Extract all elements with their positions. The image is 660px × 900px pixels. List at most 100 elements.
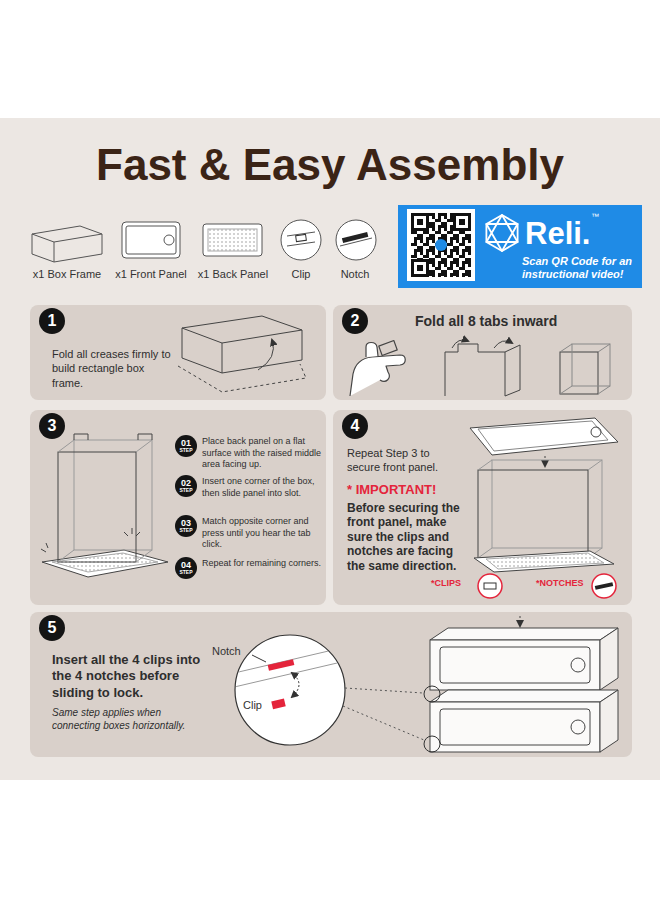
qr-code [411,259,429,277]
box-with-back-panel [41,528,140,552]
box-frame-fold [178,364,306,392]
step-panel: Fold all creases firmly to build rectang… [30,305,326,400]
tab-box [494,341,512,348]
sub-step-text: Match opposite corner and press until yo… [202,516,322,551]
box-with-front-panel [478,460,602,558]
qr-code [407,209,475,281]
zoom-detail [252,655,266,662]
sub-step-badge: 01STEP [175,435,197,457]
clip-icon [281,220,321,260]
box-with-front-panel [545,456,546,466]
brand-logo-icon [486,215,517,251]
zoom-detail [235,635,345,745]
warning-heading: * IMPORTANT! [347,482,436,498]
clip-icon [281,220,321,260]
trademark: ™ [591,212,599,222]
tab-box [445,340,520,396]
step-panel-ground [333,305,632,400]
step-number-text: 4 [351,418,360,434]
clip-icon [287,232,315,246]
part-label: x1 Back Panel [191,268,275,281]
box-with-back-panel [58,440,152,562]
step-number: 4 [342,413,368,439]
brand-logo-icon [486,215,517,251]
front-panel-icon [126,226,176,254]
qr-code [411,213,429,231]
notch-icon [342,232,368,243]
sub-step-badge: 02STEP [175,475,197,497]
qr-code [456,216,468,228]
clear-box [560,352,598,394]
box-with-front-panel [478,421,608,451]
step-panel: Insert all the 4 clips into the 4 notche… [30,612,632,757]
stacked-boxes [424,736,440,752]
stacked-boxes [424,686,440,702]
notch-icon [336,220,376,260]
step-number: 2 [342,308,368,334]
clip-notch-callout [478,574,502,598]
stacked-boxes [343,688,424,740]
sub-step-badge: 04STEP [175,557,197,579]
qr-code [407,209,475,281]
step-number: 1 [39,308,65,334]
box-with-back-panel [41,434,168,577]
stacked-boxes [571,658,585,672]
back-panel-icon [208,229,257,251]
hand-fold [350,341,405,396]
clip-notch-callout [484,583,496,589]
step-panel: Repeat Step 3 to secure front panel. * IM… [333,410,632,605]
step-panel-ground [30,410,326,605]
tab-box [445,344,505,396]
notch-icon [336,220,376,260]
stacked-boxes [440,647,590,683]
step-note: Same step applies when connecting boxes … [52,706,210,732]
qr-code [417,265,423,271]
box-with-front-panel [470,418,618,455]
step-number: 3 [39,413,65,439]
sub-step-word: STEP [179,570,192,575]
clear-box [572,344,610,386]
step-number-text: 3 [48,418,57,434]
box-with-back-panel [74,434,152,440]
back-panel-icon [203,224,262,256]
hand-fold [379,341,397,356]
box-with-front-panel [492,460,602,548]
sub-step-word: STEP [179,488,192,493]
step-panel-ground [30,305,326,400]
qr-code [414,216,426,228]
zoom-detail [230,646,350,688]
clear-box [560,344,610,394]
stacked-boxes [600,628,618,690]
hand-fold [366,343,378,358]
sub-step-badge: 03STEP [175,515,197,537]
step-panel-ground [30,305,632,757]
qr-code [411,213,471,277]
step-number-text: 5 [48,620,57,636]
box-with-front-panel [478,470,588,558]
qr-code [435,239,447,251]
qr-code [453,213,471,231]
step-instruction: Fold all creases firmly to build rectang… [52,347,172,390]
sub-step-number: 04 [181,561,191,570]
box-frame-fold [178,316,306,392]
box-with-back-panel [74,440,152,550]
qr-panel-ground [398,205,642,288]
warning-text: Before securing the front panel, make su… [347,501,469,573]
callout-label: Clip [243,699,271,712]
qr-caption: Scan QR Code for an instructional video! [522,255,636,281]
zoom-detail [271,699,285,710]
clip-notch-callout [592,574,616,598]
box-with-front-panel [486,553,604,569]
clear-box [560,344,610,394]
step-heading: Fold all 8 tabs inward [415,313,625,330]
step-instruction: Repeat Step 3 to secure front panel. [347,446,457,475]
step-panel: Fold all 8 tabs inward 2 [333,305,632,400]
step-instruction: Insert all the 4 clips into the 4 notche… [52,652,220,701]
box-frame-icon [32,226,102,262]
brand-logo-icon [486,215,517,251]
brand-logo-text: Reli. [525,217,590,251]
zoom-detail [292,673,299,697]
clip-icon [296,234,307,241]
